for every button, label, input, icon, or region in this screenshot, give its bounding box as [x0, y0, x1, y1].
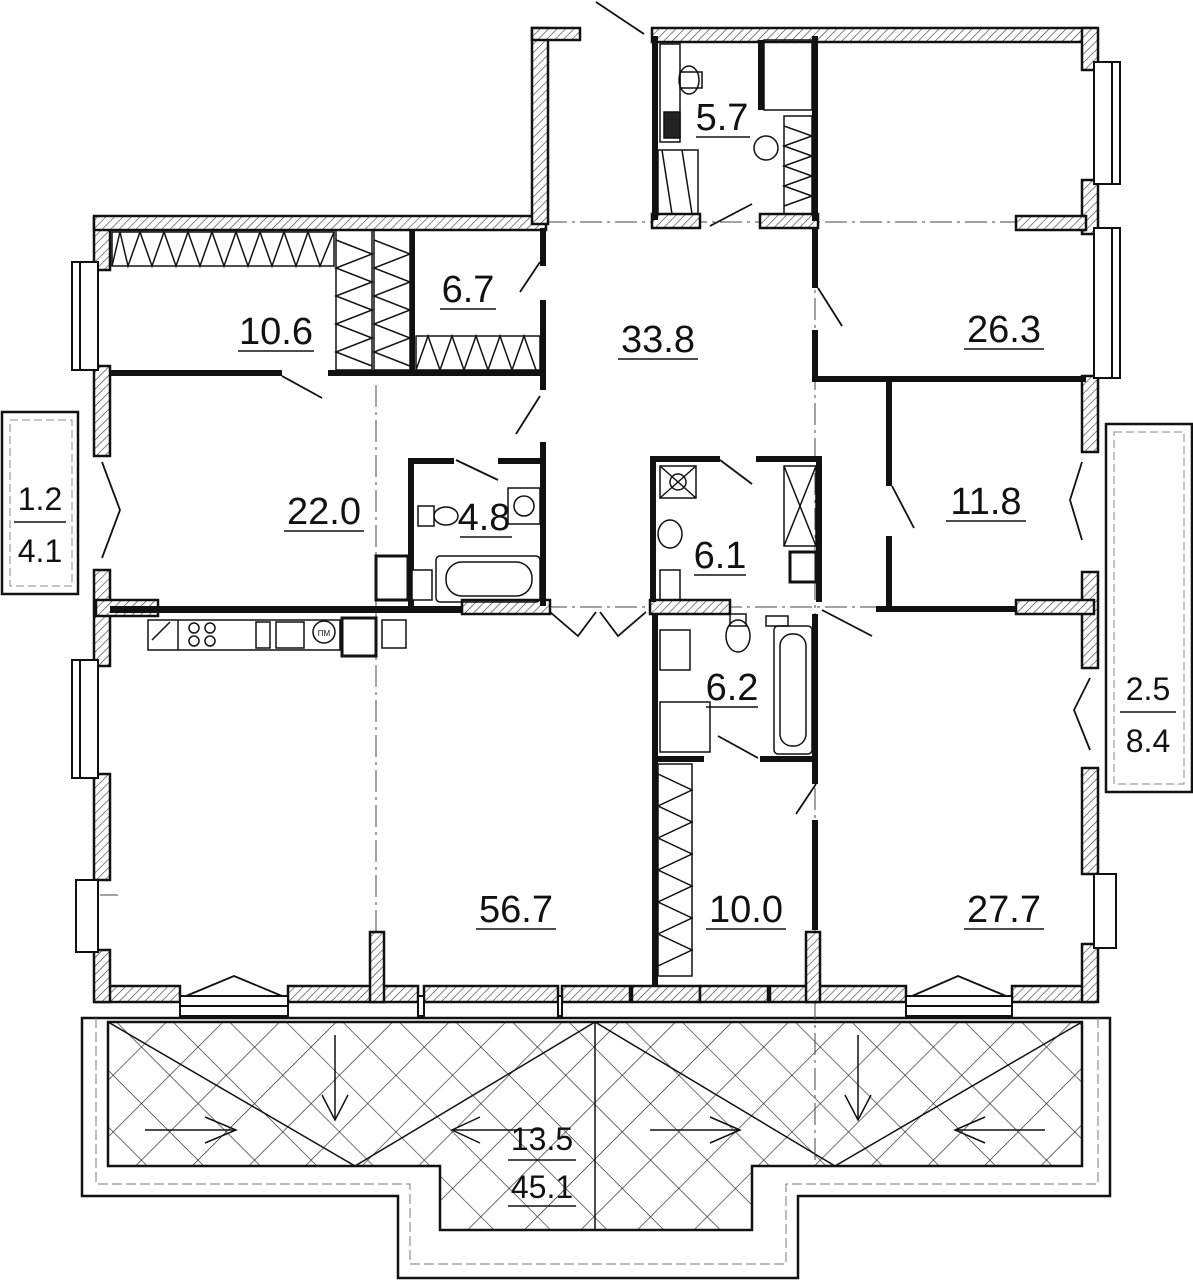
balcony-west-area-top: 1.2: [18, 481, 62, 517]
doors: [101, 1, 1091, 997]
area-dressing-s: 10.0: [709, 889, 783, 931]
balcony-west: [0, 410, 80, 596]
windows: [71, 61, 1121, 1017]
room-labels: 33.8 26.3 5.7 6.7 10.6 22.0 4.8 6.1 11.8…: [238, 97, 1044, 931]
area-bath-east: 6.1: [694, 535, 747, 577]
wardrobes: [111, 39, 815, 977]
area-bath-center: 4.8: [458, 497, 511, 539]
area-living-kitchen: 56.7: [479, 889, 553, 931]
stove-label: ПМ: [318, 629, 331, 638]
terrace-area-top: 13.5: [511, 1121, 573, 1157]
interior-walls: [94, 36, 1096, 1004]
terrace-area-bottom: 45.1: [511, 1169, 573, 1205]
area-hall: 33.8: [621, 319, 695, 361]
area-bath-south: 6.2: [706, 667, 759, 709]
outer-walls: [92, 26, 1100, 1004]
area-bedroom-w: 22.0: [287, 491, 361, 533]
fixtures: [147, 43, 818, 755]
drainage-arrows: [145, 1035, 1045, 1144]
balcony-east-area-bottom: 8.4: [1126, 723, 1170, 759]
axis-lines: [100, 221, 1020, 1160]
area-bedroom-se: 27.7: [967, 889, 1041, 931]
terrace-south: [80, 1016, 1112, 1280]
balcony-labels: 1.2 4.1 2.5 8.4 13.5 45.1: [14, 481, 1176, 1207]
area-storage: 6.7: [442, 269, 495, 311]
balcony-east-area-top: 2.5: [1126, 671, 1170, 707]
balcony-east: [1104, 422, 1193, 794]
balcony-west-area-bottom: 4.1: [18, 533, 62, 569]
area-room-e: 11.8: [950, 481, 1021, 523]
terrace-slope-lines: [107, 1021, 1083, 1230]
area-dressing-nw: 10.6: [239, 311, 313, 353]
area-wc-north: 5.7: [696, 97, 749, 139]
area-bedroom-ne: 26.3: [967, 309, 1041, 351]
